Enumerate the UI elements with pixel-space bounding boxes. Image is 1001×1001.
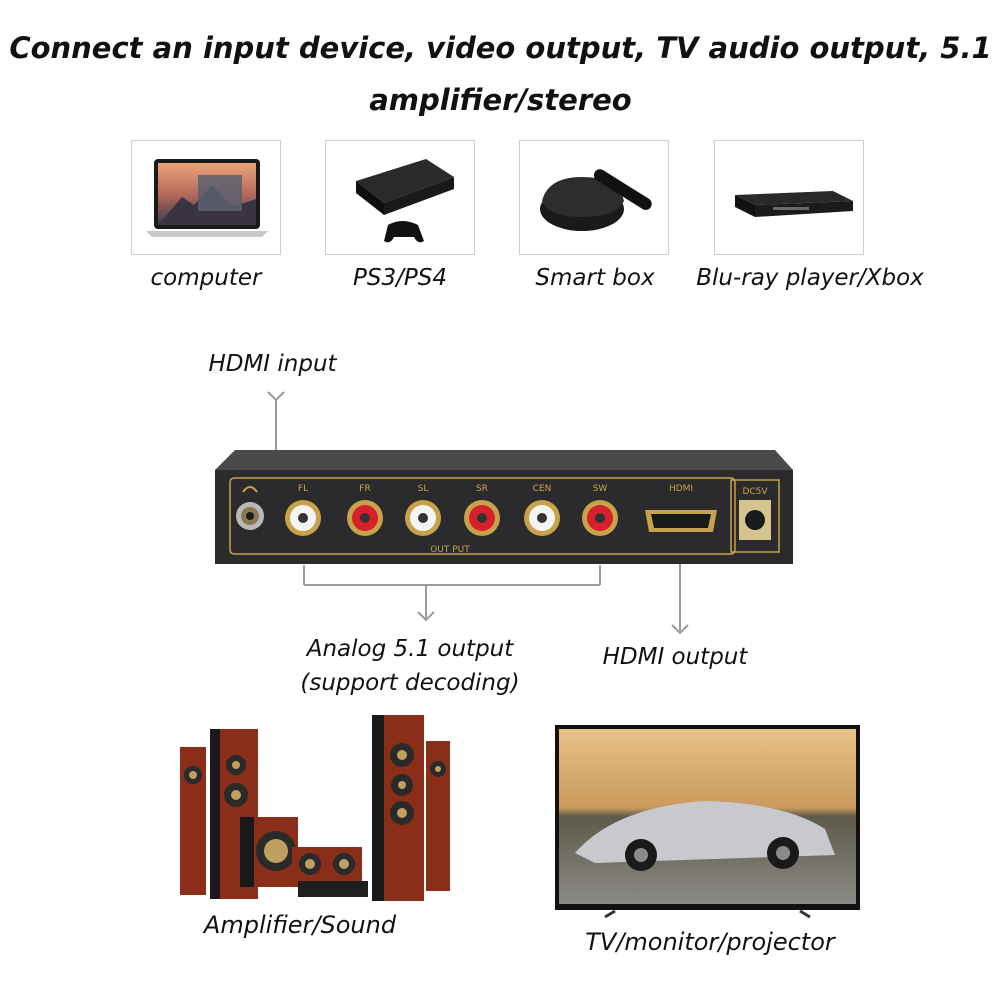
rca-port-fr[interactable]: FR	[347, 484, 383, 536]
hdmi-input-callout: HDMI input	[208, 351, 337, 377]
audio-decoder-device: FL FR SL SR CEN SW OUT PUT HDMI DC5V	[215, 450, 793, 564]
tv-label: TV/monitor/projector	[585, 928, 835, 956]
svg-text:FR: FR	[359, 484, 370, 494]
dc-power-port[interactable]: DC5V	[730, 479, 780, 553]
svg-text:CEN: CEN	[533, 484, 552, 494]
device-label-computer: computer	[150, 265, 262, 291]
analog-output-line-2: (support decoding)	[300, 670, 520, 696]
bluray-player-icon	[735, 191, 853, 217]
svg-text:DC5V: DC5V	[742, 487, 768, 497]
device-card-smartbox	[519, 140, 669, 255]
svg-text:HDMI: HDMI	[669, 484, 693, 494]
device-card-computer	[131, 140, 281, 255]
rca-port-sw[interactable]: SW	[582, 484, 618, 536]
title-line-1: Connect an input device, video output, T…	[9, 31, 992, 65]
laptop-icon	[146, 159, 268, 237]
svg-text:SL: SL	[418, 484, 429, 494]
speaker-system	[180, 715, 450, 901]
hdmi-input-arrow	[267, 391, 285, 402]
output-label: OUT PUT	[430, 545, 470, 555]
device-label-console: PS3/PS4	[353, 265, 447, 291]
device-card-console	[325, 140, 475, 255]
svg-text:SR: SR	[476, 484, 488, 494]
subwoofer	[240, 817, 298, 887]
svg-text:SW: SW	[593, 484, 608, 494]
hdmi-output-callout: HDMI output	[602, 644, 748, 670]
speakers-label: Amplifier/Sound	[203, 911, 397, 939]
smart-box-icon	[540, 169, 652, 231]
center-speaker	[292, 847, 362, 881]
rca-port-sr[interactable]: SR	[464, 484, 500, 536]
amplifier	[298, 881, 368, 897]
game-console-icon	[356, 159, 454, 243]
title-line-2: amplifier/stereo	[369, 83, 632, 117]
tower-speaker-left	[180, 729, 258, 899]
rca-port-fl[interactable]: FL	[285, 484, 321, 536]
device-label-smartbox: Smart box	[535, 265, 655, 291]
device-card-bluray	[714, 140, 864, 255]
tower-speaker-right	[372, 715, 450, 901]
analog-output-callout: Analog 5.1 output (support decoding)	[280, 632, 540, 700]
hdmi-output-arrow	[671, 624, 689, 635]
device-label-bluray: Blu-ray player/Xbox	[696, 265, 924, 291]
rca-port-sl[interactable]: SL	[405, 484, 441, 536]
page-title: Connect an input device, video output, T…	[0, 22, 1001, 126]
tv-display	[555, 725, 860, 919]
analog-output-arrow	[417, 611, 435, 622]
rca-port-cen[interactable]: CEN	[524, 484, 560, 536]
hdmi-output-port[interactable]: HDMI	[645, 484, 717, 532]
svg-text:FL: FL	[298, 484, 308, 494]
analog-output-line-1: Analog 5.1 output	[306, 636, 514, 662]
headphone-jack	[236, 486, 264, 530]
